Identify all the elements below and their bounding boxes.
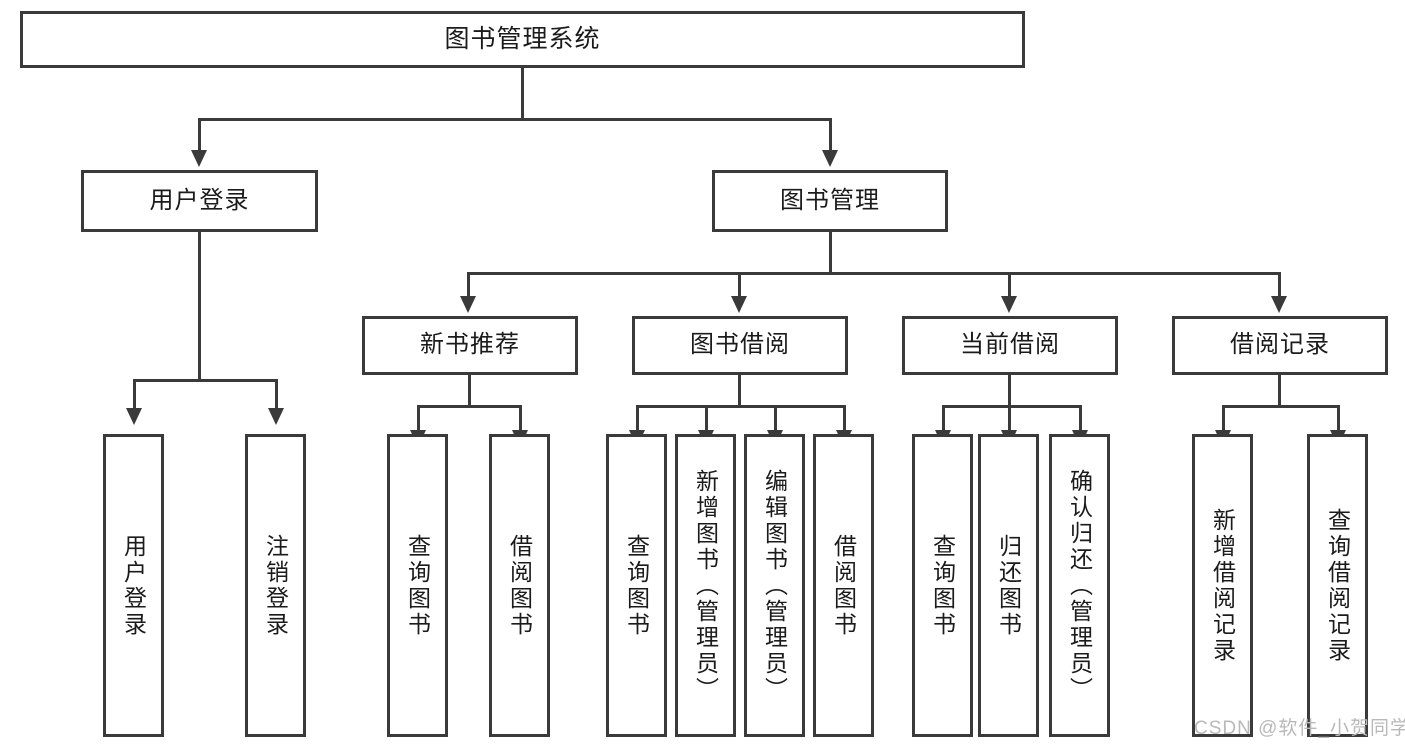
arrow-bm-to-book-borrow [731,296,747,313]
node-label: 查询图书 [404,533,431,638]
node-label: 编辑图书（管理员） [761,468,788,703]
connector-nbr-to-leaf-2 [519,405,522,432]
node-book-borrow[interactable]: 图书借阅 [632,316,848,375]
node-leaf-borrow-book-2[interactable]: 借阅图书 [813,434,874,737]
node-user-login[interactable]: 用户登录 [81,170,318,232]
node-label: 借阅记录 [1230,331,1330,359]
arrow-bm-to-borrow-record [1271,296,1287,313]
connector-bb-to-leaf-2 [705,405,708,432]
node-label: 查询图书 [929,533,956,638]
connector-root-to-book-management [829,118,832,153]
connector-user-login-bus [133,379,278,382]
connector-cb-to-leaf-3 [1079,405,1082,432]
connector-br-stem [1278,375,1281,407]
node-leaf-add-book[interactable]: 新增图书（管理员） [675,434,736,737]
node-book-management[interactable]: 图书管理 [712,170,948,232]
connector-br-bus [1222,405,1340,408]
node-label: 借阅图书 [506,533,533,638]
node-label: 图书借阅 [690,331,790,359]
connector-user-login-to-leaf-2 [275,379,278,411]
node-label: 归还图书 [995,533,1022,638]
node-label: 注销登录 [262,533,289,638]
connector-nbr-stem [468,375,471,407]
node-leaf-confirm-return[interactable]: 确认归还（管理员） [1049,434,1110,737]
connector-root-stem [521,68,524,118]
connector-user-login-to-leaf-1 [133,379,136,411]
node-label: 用户登录 [149,186,250,214]
arrow-root-to-user-login [191,150,207,167]
node-leaf-query-book-2[interactable]: 查询图书 [606,434,667,737]
connector-nbr-bus [417,405,522,408]
node-leaf-query-record[interactable]: 查询借阅记录 [1307,434,1368,737]
node-label: 新增图书（管理员） [692,468,719,703]
connector-book-management-stem [829,232,832,274]
connector-cb-bus [942,405,1082,408]
connector-cb-stem [1008,375,1011,407]
node-label: 借阅图书 [830,533,857,638]
node-label: 新书推荐 [420,331,520,359]
connector-br-to-leaf-2 [1337,405,1340,432]
connector-bm-to-borrow-record [1278,272,1281,299]
node-leaf-logout-login[interactable]: 注销登录 [245,434,306,737]
node-label: 图书管理系统 [444,24,601,53]
node-leaf-edit-book[interactable]: 编辑图书（管理员） [744,434,805,737]
node-new-book-recommend[interactable]: 新书推荐 [362,316,578,375]
connector-br-to-leaf-1 [1222,405,1225,432]
node-label: 确认归还（管理员） [1066,468,1093,703]
connector-cb-to-leaf-2 [1008,405,1011,432]
connector-bb-bus [636,405,844,408]
connector-nbr-to-leaf-1 [417,405,420,432]
node-leaf-add-record[interactable]: 新增借阅记录 [1192,434,1253,737]
connector-cb-to-leaf-1 [942,405,945,432]
arrow-bm-to-new-book [460,296,476,313]
node-label: 当前借阅 [960,331,1060,359]
node-label: 查询图书 [623,533,650,638]
arrow-root-to-book-management [822,150,838,167]
node-root-book-management-system[interactable]: 图书管理系统 [20,11,1025,68]
node-label: 用户登录 [120,533,147,638]
node-label: 图书管理 [780,186,880,214]
node-leaf-query-book-3[interactable]: 查询图书 [912,434,973,737]
arrow-bm-to-current-borrow [1001,296,1017,313]
connector-bm-to-new-book [467,272,470,299]
connector-root-to-user-login [198,118,201,153]
arrow-user-login-to-leaf-2 [268,408,284,425]
node-current-borrow[interactable]: 当前借阅 [902,316,1118,375]
connector-root-bus [198,118,831,121]
connector-bb-to-leaf-3 [774,405,777,432]
node-leaf-user-login[interactable]: 用户登录 [103,434,164,737]
node-label: 新增借阅记录 [1209,507,1236,664]
connector-user-login-stem [198,232,201,382]
connector-bm-to-current-borrow [1008,272,1011,299]
node-leaf-borrow-book-1[interactable]: 借阅图书 [489,434,550,737]
node-label: 查询借阅记录 [1324,507,1351,664]
connector-bb-stem [738,375,741,407]
connector-bb-to-leaf-1 [636,405,639,432]
node-leaf-return-book[interactable]: 归还图书 [978,434,1039,737]
node-borrow-record[interactable]: 借阅记录 [1172,316,1388,375]
connector-bb-to-leaf-4 [843,405,846,432]
connector-book-management-bus [467,272,1281,275]
csdn-watermark: CSDN @软件_小贺同学 [1194,718,1405,739]
arrow-user-login-to-leaf-1 [126,408,142,425]
connector-bm-to-book-borrow [738,272,741,299]
node-leaf-query-book-1[interactable]: 查询图书 [387,434,448,737]
